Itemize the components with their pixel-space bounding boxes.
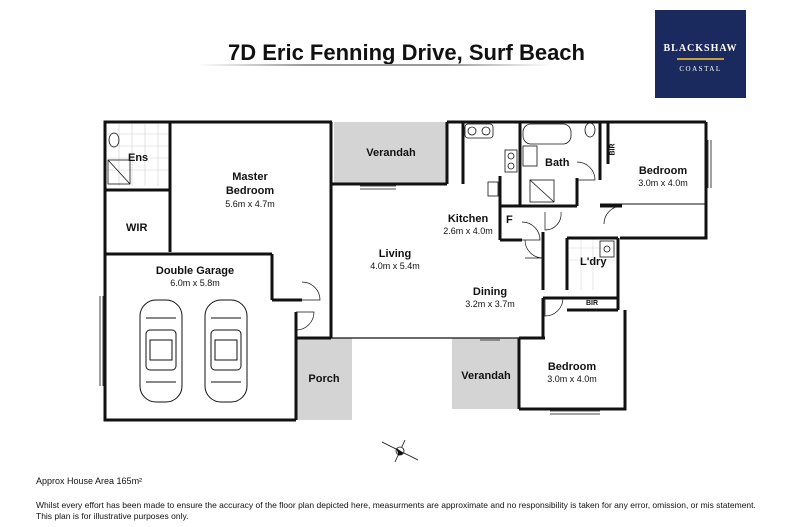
room-dining-label: Dining 3.2m x 3.7m — [465, 286, 515, 309]
windows — [99, 140, 712, 415]
north-arrow-icon — [381, 439, 419, 463]
car-left — [139, 299, 183, 403]
porch-area — [296, 338, 352, 420]
house-area: Approx House Area 165m² — [36, 476, 143, 486]
car-right — [204, 299, 248, 403]
room-bir-bottom-label: BIR — [586, 300, 599, 307]
room-laundry-label: L'dry — [580, 256, 607, 268]
room-verandah-top-label: Verandah — [366, 147, 416, 159]
laundry-fixtures — [599, 240, 615, 258]
bath-fixtures — [522, 122, 596, 203]
disclaimer: Whilst every effort has been made to ens… — [36, 500, 786, 522]
room-porch-label: Porch — [308, 373, 340, 385]
door-swings — [295, 161, 623, 331]
room-fridge-label: F — [506, 214, 513, 226]
agency-logo: BLACKSHAW COASTAL — [655, 10, 746, 98]
verandah-bottom-area — [452, 338, 518, 409]
room-master-label: Master Bedroom 5.6m x 4.7m — [225, 171, 275, 209]
title-underline — [198, 64, 552, 66]
room-bedroom-3-label: Bedroom 3.0m x 4.0m — [547, 361, 597, 384]
logo-brand: BLACKSHAW — [663, 43, 738, 54]
room-garage-label: Double Garage 6.0m x 5.8m — [155, 265, 235, 288]
room-kitchen-label: Kitchen 2.6m x 4.0m — [443, 213, 493, 236]
room-bath-label: Bath — [545, 157, 570, 169]
plan-title: 7D Eric Fenning Drive, Surf Beach — [228, 40, 585, 65]
room-ensuite-label: Ens — [128, 152, 149, 164]
room-bir-top-label: BIR — [609, 143, 617, 156]
verandah-top-area — [334, 122, 447, 184]
room-living-label: Living 4.0m x 5.4m — [370, 248, 420, 271]
disclaimer-line-2: This plan is for illustrative purposes o… — [36, 511, 189, 521]
disclaimer-line-1: Whilst every effort has been made to ens… — [36, 500, 756, 510]
laundry-tiles — [569, 238, 616, 290]
ensuite-tiles — [107, 124, 169, 186]
logo-rule — [677, 58, 724, 60]
room-wir-label: WIR — [126, 222, 148, 234]
room-bedroom-2-label: Bedroom 3.0m x 4.0m — [638, 165, 688, 188]
room-verandah-bottom-label: Verandah — [461, 370, 511, 382]
ensuite-fixtures — [107, 132, 131, 185]
logo-sub: COASTAL — [679, 65, 722, 73]
kitchen-fixtures — [464, 123, 518, 197]
walls — [103, 120, 708, 422]
